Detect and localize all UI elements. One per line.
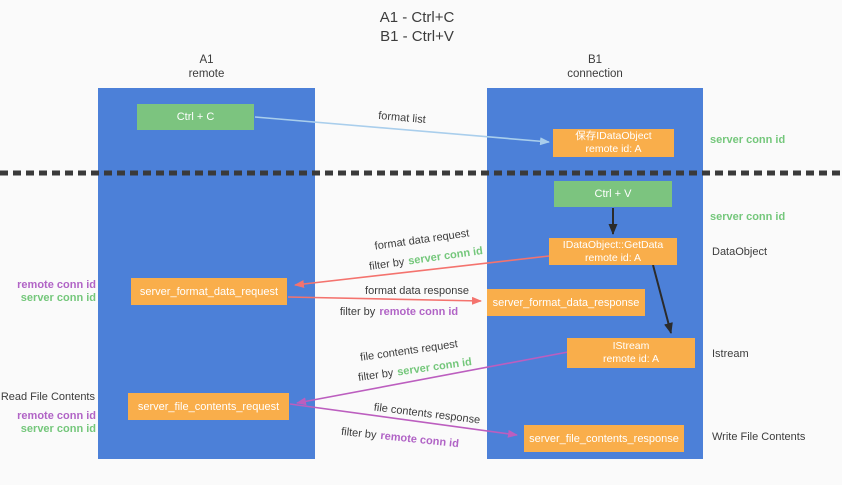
read-file-contents-annotation: Read File Contents [0, 391, 95, 403]
lifeline-header-a1: A1 remote [98, 53, 315, 81]
right-top-server-conn-id-label: server conn id [710, 134, 786, 146]
ctrl-v-label: Ctrl + V [594, 188, 632, 200]
format-data-response-label: format data response [365, 285, 469, 297]
server-file-contents-request-label: server_file_contents_request [137, 400, 280, 413]
server-format-data-response-box: server_format_data_response [487, 289, 645, 316]
file-contents-response-arrow [289, 403, 518, 438]
filter-by-text: filter by [339, 306, 376, 318]
diagram-title: A1 - Ctrl+C B1 - Ctrl+V [287, 8, 547, 46]
istream-annotation: Istream [712, 348, 749, 360]
title-line-1: A1 - Ctrl+C [379, 9, 455, 26]
idataobject-getdata-box: IDataObject::GetData remote id: A [549, 238, 677, 265]
lifeline-header-b1: B1 connection [487, 53, 703, 81]
save-idataobject-box: 保存IDataObject remote id: A [553, 129, 674, 157]
ctrl-c-action-box: Ctrl + C [137, 104, 254, 130]
left-bottom-remote-conn-id-label: remote conn id [17, 410, 96, 422]
left-top-remote-conn-id-label: remote conn id [17, 279, 96, 291]
server-file-contents-response-label: server_file_contents_response [529, 432, 679, 445]
file-contents-request-arrow [296, 351, 569, 406]
istream-line2: remote id: A [602, 353, 660, 365]
left-top-server-conn-id-label: server conn id [20, 292, 96, 304]
getdata-to-istream-arrow [652, 264, 673, 334]
server-file-contents-request-box: server_file_contents_request [128, 393, 289, 420]
left-bottom-server-conn-id-label: server conn id [20, 423, 96, 435]
ctrl-v-action-box: Ctrl + V [554, 181, 672, 207]
format-list-arrow [254, 116, 550, 146]
getdata-line1: IDataObject::GetData [562, 238, 664, 251]
lifeline-b1-role: connection [567, 68, 623, 80]
istream-box: IStream remote id: A [567, 338, 695, 368]
save-idataobject-line2: remote id: A [585, 143, 642, 155]
title-line-2: B1 - Ctrl+V [380, 28, 454, 45]
ctrl-c-label: Ctrl + C [176, 111, 215, 123]
write-file-contents-annotation: Write File Contents [712, 431, 806, 443]
right-mid-server-conn-id-label: server conn id [710, 211, 786, 223]
save-idataobject-line1: 保存IDataObject [575, 130, 652, 142]
server-format-data-request-label: server_format_data_request [139, 285, 279, 298]
istream-line1: IStream [612, 340, 650, 352]
dataobject-annotation: DataObject [712, 246, 768, 258]
lifeline-b1-name: B1 [587, 54, 603, 66]
remote-conn-id-text: remote conn id [379, 306, 459, 318]
server-format-data-request-box: server_format_data_request [131, 278, 287, 305]
getdata-line2: remote id: A [584, 251, 642, 264]
lifeline-a1-name: A1 [199, 54, 214, 66]
format-data-response-arrow [287, 296, 482, 305]
server-file-contents-response-box: server_file_contents_response [524, 425, 684, 452]
lifeline-a1-role: remote [188, 68, 225, 80]
server-format-data-response-label: server_format_data_response [492, 296, 640, 309]
format-data-request-arrow [294, 255, 550, 288]
